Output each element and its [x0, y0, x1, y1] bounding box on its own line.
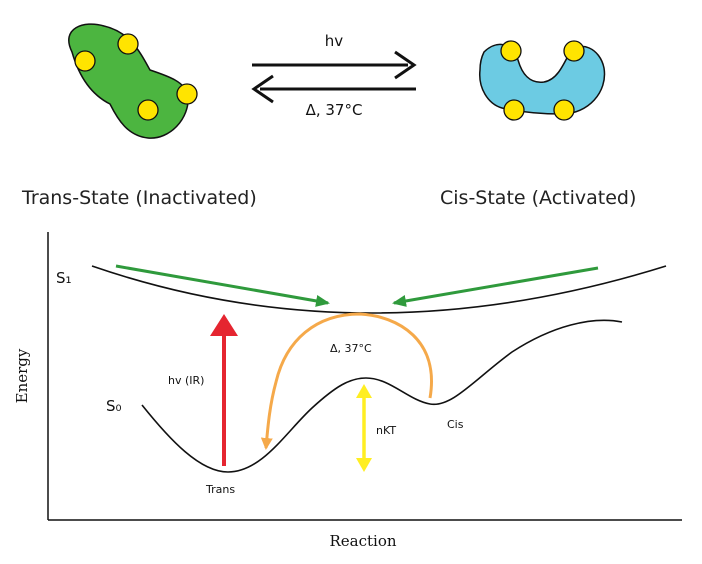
trans-dot	[117, 33, 139, 55]
x-axis-label: Reaction	[329, 532, 396, 550]
barrier-label: nKT	[376, 424, 396, 437]
relaxation-arrow-left	[115, 264, 330, 307]
s0-curve	[141, 319, 623, 473]
cis-molecule-body	[479, 43, 606, 115]
cis-minimum-label: Cis	[447, 418, 464, 431]
cis-state-label: Cis-State (Activated)	[440, 187, 636, 209]
energy-axes	[47, 232, 682, 521]
trans-state-label: Trans-State (Inactivated)	[21, 187, 257, 209]
equilibrium-arrows: hv Δ, 37°C	[251, 32, 417, 119]
s1-label: S₁	[56, 269, 72, 287]
barrier-arrow	[356, 384, 372, 472]
cis-molecule	[479, 40, 606, 121]
forward-arrow-label: hv	[325, 32, 344, 50]
cis-dot	[500, 40, 522, 62]
cis-dot	[553, 99, 575, 121]
y-axis-label: Energy	[13, 348, 31, 403]
trans-dot	[176, 83, 198, 105]
trans-dot	[137, 99, 159, 121]
relaxation-arrow-right	[392, 266, 599, 307]
reverse-arrow-label: Δ, 37°C	[306, 101, 363, 119]
trans-dot	[74, 50, 96, 72]
s0-label: S₀	[106, 397, 122, 415]
trans-minimum-label: Trans	[205, 483, 235, 496]
excitation-label: hv (IR)	[168, 374, 204, 387]
trans-molecule	[68, 23, 198, 139]
thermal-label: Δ, 37°C	[330, 342, 372, 355]
thermal-relaxation-arrow	[260, 312, 433, 450]
s1-curve	[91, 265, 667, 314]
cis-dot	[503, 99, 525, 121]
cis-dot	[563, 40, 585, 62]
excitation-arrow	[210, 314, 238, 466]
